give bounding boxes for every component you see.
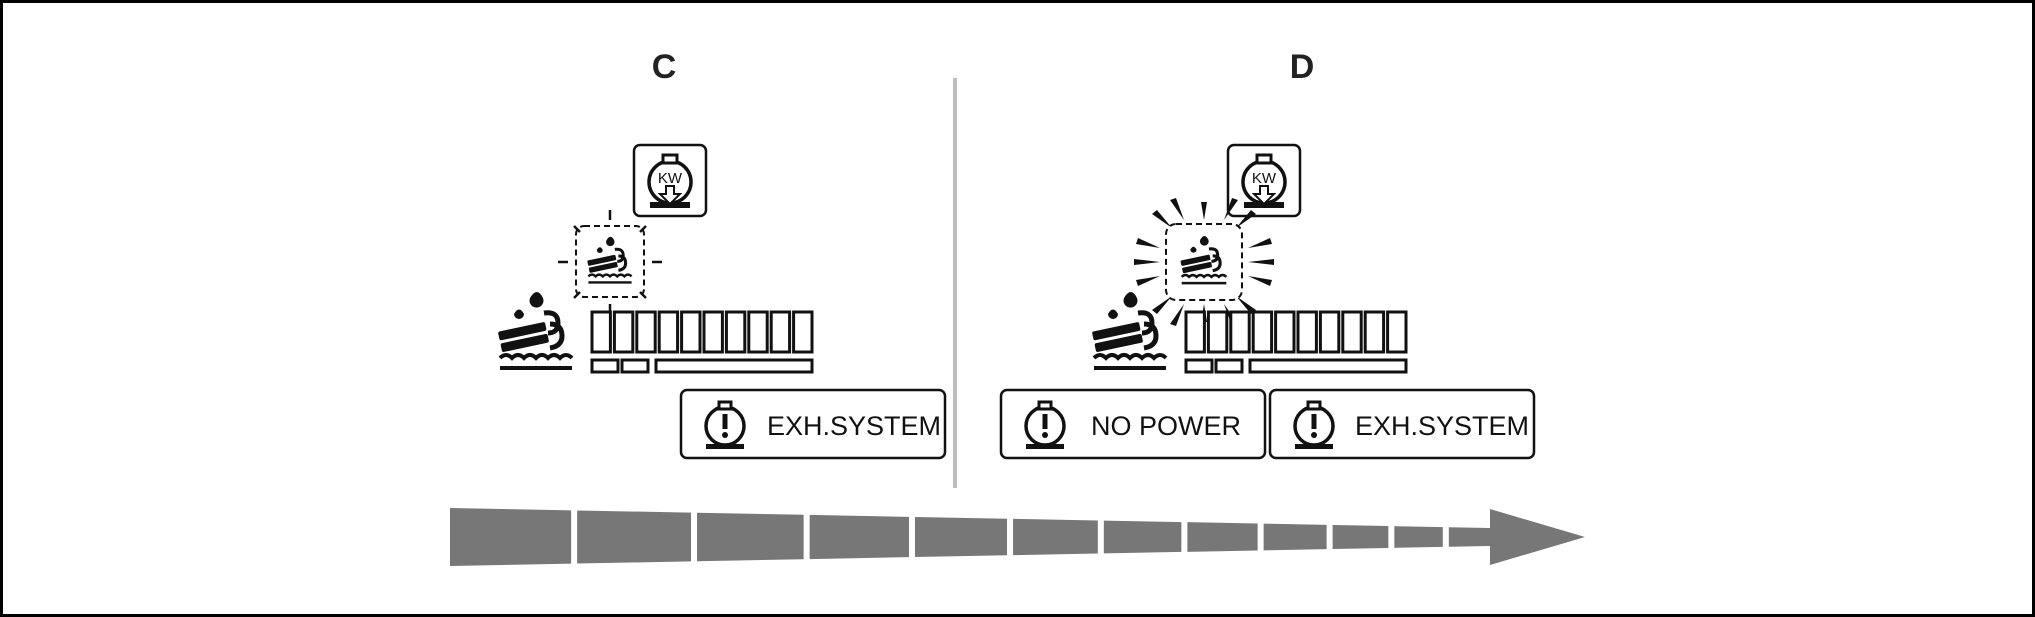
panel-c: C KW EXH.SYS [498, 48, 947, 460]
soot-level-bar [1184, 310, 1408, 374]
level-segment [747, 310, 769, 354]
arrow-segment [1103, 520, 1182, 554]
level-segment [635, 310, 657, 354]
arrow-segment [809, 514, 909, 560]
warning-box-no-power: NO POWER [999, 388, 1267, 460]
level-segment [1386, 310, 1408, 354]
warning-box-exh-system: EXH.SYSTEM [1268, 388, 1536, 460]
level-segment [680, 310, 702, 354]
engine-power-reduced-icon: KW [1226, 143, 1302, 218]
warning-text: EXH.SYSTEM [1355, 411, 1529, 441]
level-segment [612, 310, 635, 354]
panel-label: D [1290, 48, 1315, 86]
exhaust-soot-filter-icon-flashing [558, 210, 662, 314]
warning-text: NO POWER [1091, 411, 1241, 441]
arrow-segment [450, 508, 572, 566]
exhaust-soot-filter-icon [1092, 292, 1166, 368]
panel-d: D KW [999, 48, 1536, 460]
level-segment [657, 310, 680, 354]
level-segment [1251, 310, 1274, 354]
exhaust-soot-filter-icon-flashing [1134, 198, 1274, 326]
level-segment [792, 310, 814, 354]
level-segment [702, 310, 724, 354]
level-base-segment [654, 358, 814, 374]
arrow-segment [697, 512, 804, 562]
level-base-segment [620, 358, 650, 374]
panel-label: C [652, 48, 677, 86]
power-icon-label: KW [658, 170, 683, 187]
engine-power-reduced-icon: KW [632, 143, 708, 218]
soot-level-bar [590, 310, 814, 374]
arrow-segment [914, 516, 1008, 558]
level-segment [1184, 310, 1206, 354]
arrow-segment [1448, 527, 1490, 547]
warning-text: EXH.SYSTEM [767, 411, 941, 441]
level-base-segment [1184, 358, 1214, 374]
level-base-segment [1248, 358, 1408, 374]
arrow-segment [1263, 523, 1327, 551]
level-segment [1363, 310, 1386, 354]
arrow-head [1490, 509, 1585, 565]
arrow-segment [1187, 522, 1258, 552]
warning-box-exh-system: EXH.SYSTEM [679, 388, 947, 460]
arrow-segment [1394, 526, 1443, 548]
arrow-segment [577, 510, 692, 564]
level-segment [1318, 310, 1341, 354]
power-icon-label: KW [1252, 170, 1277, 187]
level-segment [769, 310, 792, 354]
level-segment [1229, 310, 1251, 354]
level-segment [724, 310, 747, 354]
level-base-segment [590, 358, 620, 374]
time-progression-arrow [450, 508, 1585, 566]
arrow-segment [1332, 524, 1389, 550]
arrow-segment [1013, 518, 1098, 556]
exhaust-soot-filter-icon [498, 292, 572, 368]
level-segment [1296, 310, 1318, 354]
level-base-segment [1214, 358, 1244, 374]
level-segment [1274, 310, 1296, 354]
level-segment [1206, 310, 1229, 354]
level-segment [590, 310, 612, 354]
level-segment [1341, 310, 1363, 354]
